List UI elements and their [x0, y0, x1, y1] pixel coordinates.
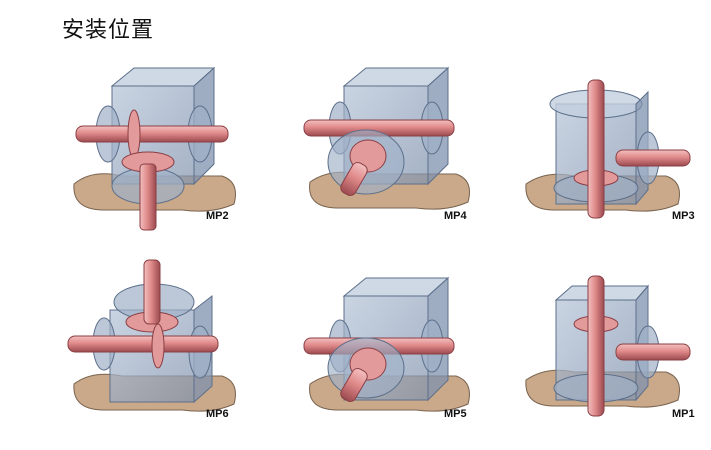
mount-diagram-mp3: MP3 — [516, 64, 706, 232]
mount-diagram-mp5: MP5 — [296, 256, 486, 424]
gearbox-illustration — [303, 276, 470, 412]
gearbox-illustration — [73, 66, 236, 231]
page-title: 安装位置 — [62, 18, 155, 43]
gearbox-illustration — [525, 79, 691, 219]
mount-diagram-mp2: MP2 — [62, 64, 252, 232]
mount-label-mp3: MP3 — [672, 210, 695, 222]
gearbox-illustration — [67, 259, 236, 412]
mount-label-mp6: MP6 — [206, 408, 229, 420]
mount-diagram-mp6: MP6 — [62, 256, 252, 424]
mount-label-mp2: MP2 — [206, 210, 229, 222]
mount-diagram-mp4: MP4 — [296, 64, 486, 232]
mount-label-mp5: MP5 — [444, 408, 467, 420]
mount-diagram-mp1: MP1 — [516, 256, 706, 424]
gearbox-illustration — [303, 66, 470, 210]
mount-label-mp1: MP1 — [672, 408, 695, 420]
mount-label-mp4: MP4 — [444, 210, 467, 222]
gearbox-illustration — [525, 275, 691, 417]
